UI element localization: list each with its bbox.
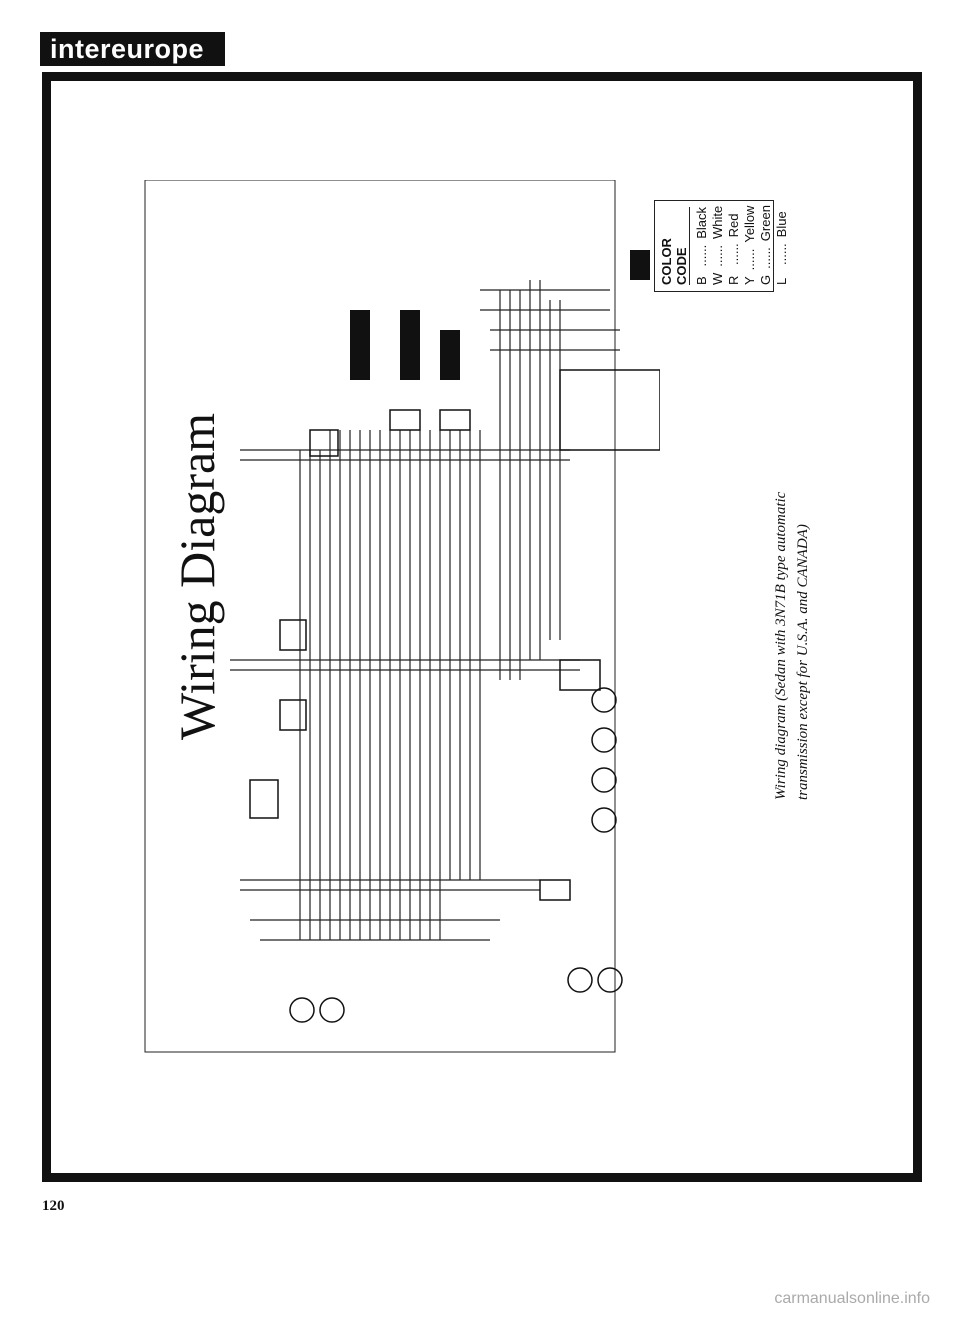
color-code-row: R......Red [726,213,741,285]
brand-banner: intereurope [40,32,225,66]
diagram-frame [42,72,922,1182]
page-number: 120 [42,1198,65,1214]
color-code-row: Y......Yellow [742,205,757,285]
diagram-caption-line-2: transmission except for U.S.A. and CANAD… [795,524,811,800]
black-blocks [350,250,650,380]
footer-watermark: carmanualsonline.info [774,1290,930,1307]
brand-name: intereurope [50,34,205,64]
color-code-legend: COLOR CODE B......Black W......White R..… [654,200,789,292]
color-code-row: B......Black [694,207,709,285]
color-code-row: L......Blue [774,211,789,285]
wire-bundle [230,280,620,941]
color-code-heading: COLOR CODE [659,207,690,285]
components [249,369,660,1023]
diagram-caption-line-1: Wiring diagram (Sedan with 3N71B type au… [773,491,789,800]
color-code-row: G......Green [758,205,773,285]
color-code-row: W......White [710,205,725,285]
wiring-schematic [144,180,660,1053]
schematic-border [144,180,616,1053]
